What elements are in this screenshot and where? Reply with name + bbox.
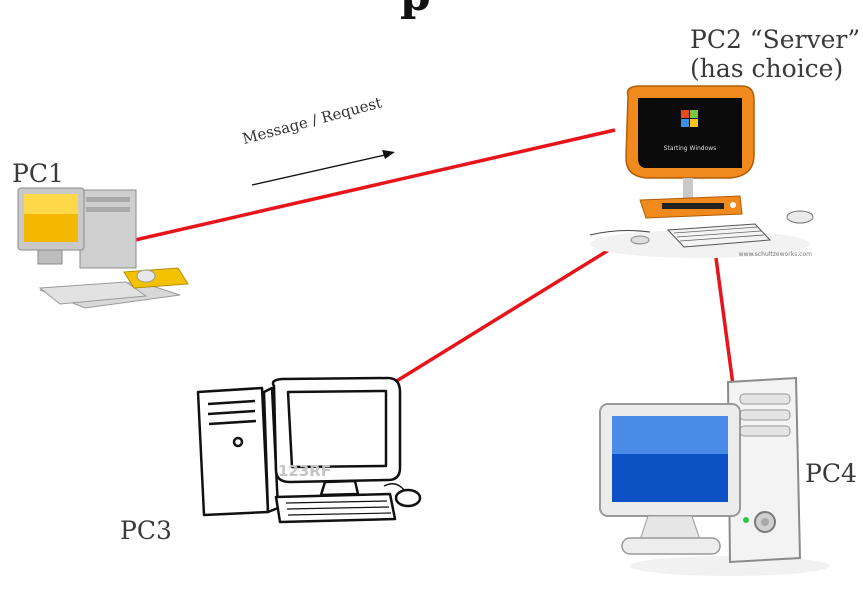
pc2-label: PC2 “Server” (has choice): [690, 25, 861, 84]
pc3-label: PC3: [120, 516, 172, 545]
edge-pc4-pc2: [714, 257, 735, 386]
pc1-computer-icon: [17, 187, 189, 309]
pc3-computer-icon: [196, 376, 422, 524]
pc2-computer-icon: Starting Windows www.schultzeworks.com: [589, 85, 814, 258]
pc3-watermark: 123RF: [278, 462, 331, 480]
pc4-computer-icon: [599, 376, 830, 576]
message-arrow-icon: [251, 150, 395, 186]
pc2-screen-text: Starting Windows: [664, 145, 717, 152]
pc1-label: PC1: [12, 159, 64, 188]
pc2-label-line1: PC2 “Server”: [690, 25, 861, 54]
edge-pc1-pc2: [134, 128, 616, 242]
pc2-watermark: www.schultzeworks.com: [739, 251, 812, 258]
edge-pc3-pc2: [394, 238, 626, 384]
pc2-label-line2: (has choice): [690, 53, 844, 83]
pc4-label: PC4: [805, 459, 857, 488]
title-fragment: p: [400, 0, 431, 18]
